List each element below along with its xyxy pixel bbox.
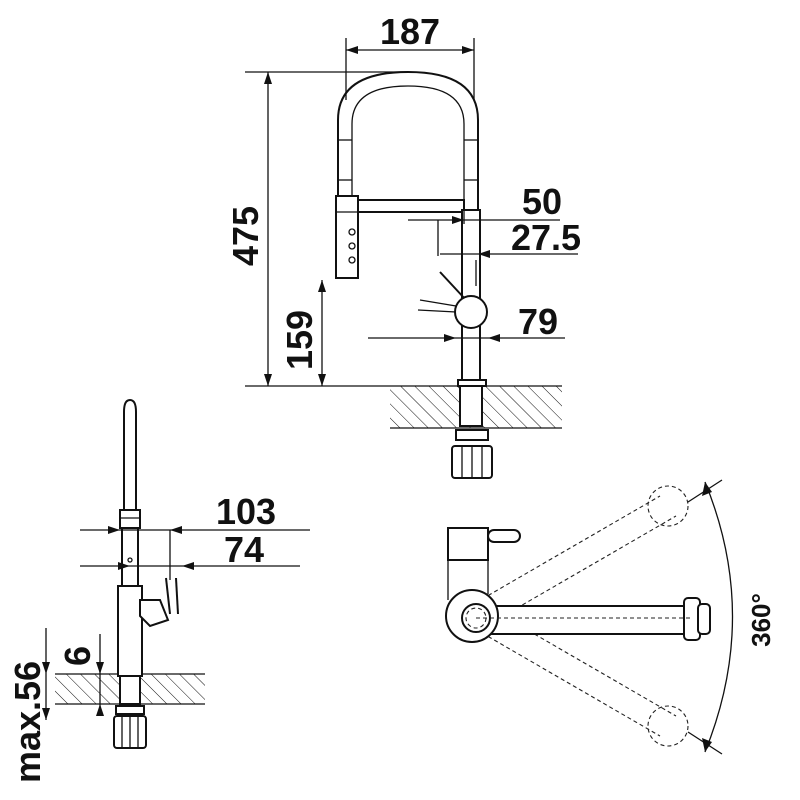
dim-360: 360°	[746, 593, 776, 647]
mixer-body	[454, 295, 488, 329]
dim-187: 187	[380, 11, 440, 52]
dim-74: 74	[224, 529, 264, 570]
spray-head	[335, 195, 359, 279]
side-spout	[123, 398, 137, 510]
dim-79: 79	[518, 301, 558, 342]
side-view: 103 74 6 max.56	[7, 398, 310, 783]
dim-max-56: max.56	[7, 661, 48, 783]
dim-6: 6	[57, 646, 98, 666]
top-view: 360°	[445, 479, 776, 755]
dim-50: 50	[522, 181, 562, 222]
dim-159: 159	[279, 310, 320, 370]
dim-103: 103	[216, 491, 276, 532]
dim-27-5: 27.5	[511, 217, 581, 258]
dim-475: 475	[225, 206, 266, 266]
front-view: 187 475 159 50 27.5 79	[225, 11, 581, 479]
top-view-body	[447, 527, 489, 561]
top-view-spout	[477, 605, 691, 635]
rotation-arc	[704, 481, 734, 753]
spray-holder	[357, 199, 465, 213]
